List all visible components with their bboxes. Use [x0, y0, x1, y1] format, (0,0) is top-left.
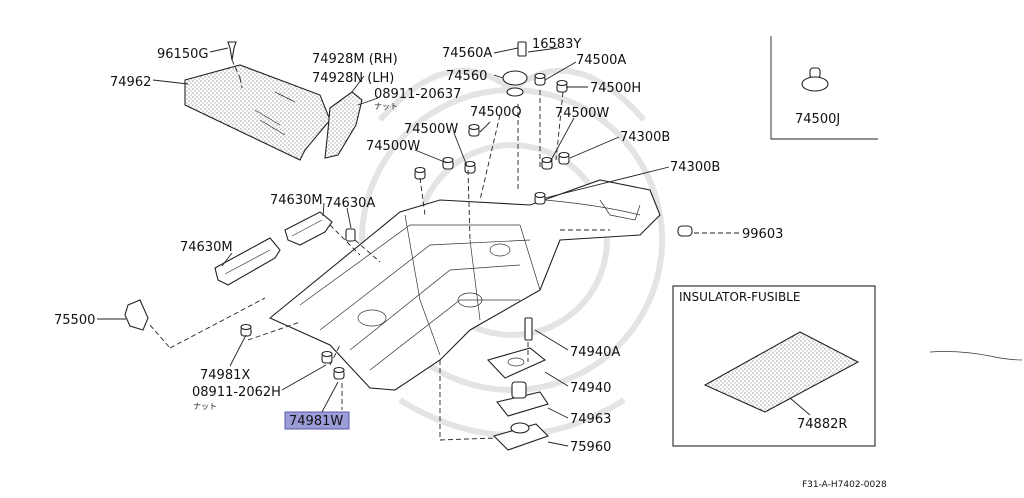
- fastener-08911-2062H: [321, 350, 333, 364]
- bracket-74630M-lower: [214, 237, 281, 286]
- label-74630M-b[interactable]: 74630M: [180, 240, 233, 255]
- insulator-74928: [324, 91, 363, 159]
- label-nut-1: ナット: [374, 102, 398, 111]
- fastener-74500A: [534, 72, 546, 86]
- label-nut-2: ナット: [193, 402, 217, 411]
- bolt-74560A: [517, 41, 527, 57]
- label-74500J[interactable]: 74500J: [795, 112, 840, 127]
- fastener-74500W-b: [464, 160, 476, 174]
- bolt-74630A: [345, 228, 356, 242]
- label-74962[interactable]: 74962: [110, 75, 151, 90]
- label-99603[interactable]: 99603: [742, 227, 783, 242]
- insulator-fusible-inset: [672, 285, 876, 447]
- fastener-74500W-c: [541, 156, 553, 170]
- label-74500Q[interactable]: 74500Q: [470, 105, 522, 120]
- label-74500H[interactable]: 74500H: [590, 81, 641, 96]
- label-96150G[interactable]: 96150G: [157, 47, 208, 62]
- floor-panel: [268, 179, 661, 391]
- fastener-74500H: [556, 79, 568, 93]
- label-74882R[interactable]: 74882R: [797, 417, 847, 432]
- pad-75500: [124, 299, 149, 331]
- bolt-74940A: [524, 317, 533, 341]
- mount-74963: [496, 381, 549, 417]
- label-74500A[interactable]: 74500A: [576, 53, 626, 68]
- label-74940[interactable]: 74940: [570, 381, 611, 396]
- label-74560A[interactable]: 74560A: [442, 46, 492, 61]
- label-74300B-a[interactable]: 74300B: [620, 130, 670, 145]
- insulator-74962: [184, 64, 331, 161]
- plate-74940: [486, 347, 547, 379]
- fastener-74300B-a: [558, 151, 570, 165]
- label-08911-2062H[interactable]: 08911-2062H: [192, 385, 281, 400]
- label-74928M[interactable]: 74928M (RH): [312, 52, 398, 67]
- fastener-74500W-a: [442, 156, 454, 170]
- plug-99603: [677, 225, 693, 237]
- diagram-code: F31-A-H7402-0028: [802, 480, 887, 490]
- label-74500W-c[interactable]: 74500W: [366, 139, 420, 154]
- label-75960[interactable]: 75960: [570, 440, 611, 455]
- fastener-74500Q: [468, 123, 480, 137]
- highlight-box-74981W: [284, 411, 350, 430]
- label-74560[interactable]: 74560: [446, 69, 487, 84]
- label-74630A[interactable]: 74630A: [325, 196, 375, 211]
- label-16583Y[interactable]: 16583Y: [532, 37, 581, 52]
- label-74963[interactable]: 74963: [570, 412, 611, 427]
- inset-74500J: [770, 36, 878, 140]
- leader-lines: [97, 47, 670, 447]
- mount-74560: [502, 70, 528, 97]
- clip-96150G: [227, 41, 241, 79]
- fastener-74500W-d: [414, 166, 426, 180]
- fastener-74981X: [240, 323, 252, 337]
- edge-line: [929, 351, 1023, 361]
- label-74981X[interactable]: 74981X: [200, 368, 250, 383]
- label-74928N[interactable]: 74928N (LH): [312, 71, 394, 86]
- label-74500W-b[interactable]: 74500W: [555, 106, 609, 121]
- label-74940A[interactable]: 74940A: [570, 345, 620, 360]
- fastener-74300B-b: [534, 191, 546, 205]
- fastener-74981W: [333, 366, 345, 380]
- dashed-guide-lines: [149, 77, 740, 441]
- inset-title: INSULATOR-FUSIBLE: [679, 290, 800, 304]
- mount-75960: [492, 422, 550, 451]
- label-74981W[interactable]: 74981W: [289, 414, 343, 429]
- grommets: [240, 72, 570, 380]
- label-74300B-b[interactable]: 74300B: [670, 160, 720, 175]
- label-74500W-a[interactable]: 74500W: [404, 122, 458, 137]
- label-08911-20637[interactable]: 08911-20637: [374, 87, 461, 102]
- label-74630M-a[interactable]: 74630M: [270, 193, 323, 208]
- bracket-74630M-upper: [284, 211, 333, 246]
- label-75500[interactable]: 75500: [54, 313, 95, 328]
